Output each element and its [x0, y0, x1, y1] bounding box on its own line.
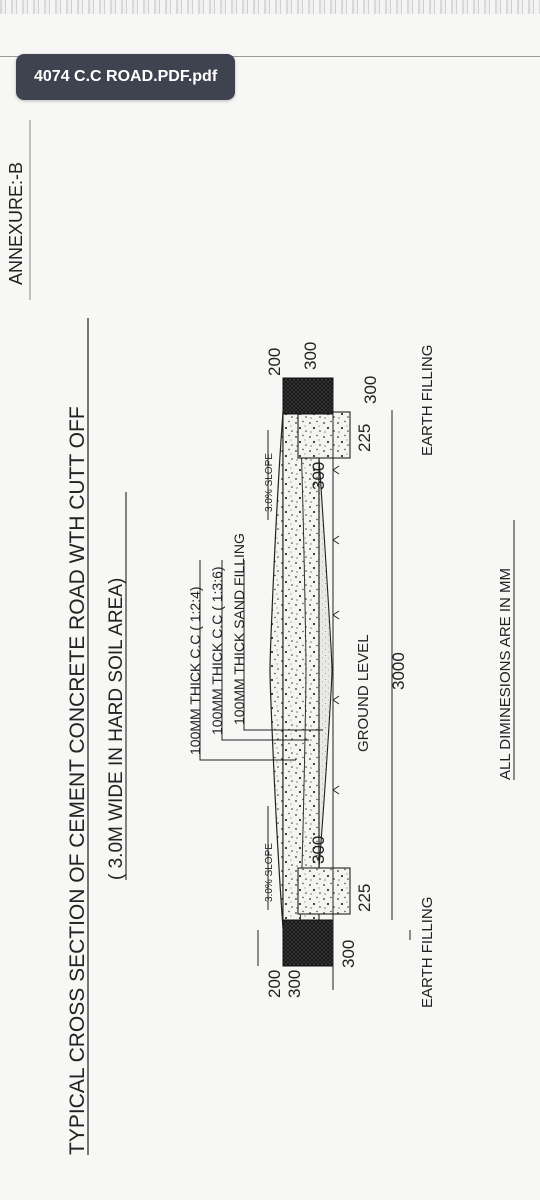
- layer-label-sand: 100MM THICK SAND FILLING: [231, 533, 247, 725]
- dim-right-200: 200: [265, 348, 284, 376]
- annexure-label: ANNEXURE:-B: [6, 162, 26, 285]
- file-name-label: 4074 C.C ROAD.PDF.pdf: [34, 68, 218, 85]
- right-dimensions: 200 300 300 225 300: [265, 342, 380, 490]
- dim-right-300c: 300: [361, 376, 380, 404]
- header-rule: [0, 56, 540, 57]
- left-dimensions: 200 300 300 225 300: [257, 836, 374, 998]
- layer-label-cc-124: 100MM THICK C.C ( 1:2:4): [187, 586, 203, 755]
- shoulder-left: [282, 919, 334, 967]
- dim-right-300b: 300: [309, 462, 328, 490]
- shoulder-right: [282, 377, 334, 415]
- drawing-title: TYPICAL CROSS SECTION OF CEMENT CONCRETE…: [66, 406, 89, 1155]
- earth-filling-right: EARTH FILLING: [419, 345, 436, 456]
- width-dimension-label: 3000: [389, 652, 408, 690]
- dim-left-225: 225: [355, 884, 374, 912]
- drawing-subtitle: ( 3.0M WIDE IN HARD SOIL AREA): [106, 578, 127, 880]
- file-name-chip[interactable]: 4074 C.C ROAD.PDF.pdf: [16, 54, 236, 100]
- cutoff-left: [297, 867, 351, 915]
- slope-label-right: 3.0% SLOPE: [264, 453, 275, 512]
- earth-filling-left: EARTH FILLING: [419, 897, 436, 1008]
- dim-left-300b: 300: [309, 836, 328, 864]
- cutoff-right: [297, 411, 351, 459]
- slope-label-left: 3.0% SLOPE: [264, 843, 275, 902]
- cc-top-camber: [269, 411, 284, 929]
- layer-label-cc-136: 100MM THICK C.C ( 1:3:6): [209, 566, 225, 735]
- dim-left-200: 200: [265, 970, 284, 998]
- dim-right-225: 225: [355, 424, 374, 452]
- dim-left-300c: 300: [339, 940, 358, 968]
- cc-layer-boundary: [299, 411, 307, 929]
- dim-left-300a: 300: [285, 970, 304, 998]
- dim-right-300a: 300: [301, 342, 320, 370]
- ground-level-label: GROUND LEVEL: [355, 634, 372, 752]
- scan-edge-strip: [0, 0, 540, 14]
- ground-hatch-ticks: [332, 465, 340, 795]
- sand-filling-layer: [318, 457, 333, 869]
- leader-sand: [243, 560, 323, 731]
- leader-cc-124: [199, 560, 296, 761]
- dimensions-note: ALL DIMINESIONS ARE IN MM: [497, 568, 514, 780]
- leader-cc-136: [221, 560, 309, 741]
